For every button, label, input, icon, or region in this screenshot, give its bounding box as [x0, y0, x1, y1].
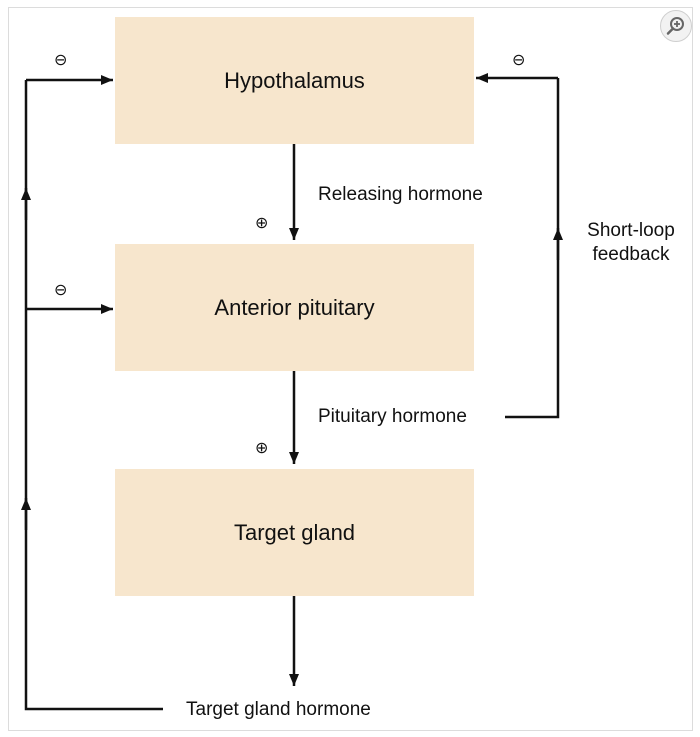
magnifier-plus-icon: [666, 17, 684, 35]
releasing-hormone-label: Releasing hormone: [318, 184, 483, 205]
hypothalamus-box: Hypothalamus: [115, 17, 474, 144]
anterior-pituitary-label: Anterior pituitary: [214, 294, 375, 320]
minus-sign-top-left: ⊖: [54, 52, 68, 69]
anterior-pituitary-box: Anterior pituitary: [115, 244, 474, 371]
plus-sign-lower: ⊕: [255, 440, 269, 457]
minus-sign-top-right: ⊖: [512, 52, 526, 69]
long-loop-path: [24, 80, 163, 711]
hypothalamus-label: Hypothalamus: [224, 67, 365, 93]
pituitary-hormone-label: Pituitary hormone: [318, 406, 467, 427]
target-gland-label: Target gland: [233, 519, 356, 545]
target-gland-box: Target gland: [115, 469, 474, 596]
target-gland-hormone-label: Target gland hormone: [186, 699, 371, 720]
short-loop-feedback-label: Short-loop feedback: [587, 220, 675, 265]
short-loop-path: [505, 78, 560, 419]
zoom-in-icon[interactable]: [660, 10, 692, 42]
plus-sign-upper: ⊕: [255, 215, 269, 232]
minus-sign-middle-left: ⊖: [54, 282, 68, 299]
